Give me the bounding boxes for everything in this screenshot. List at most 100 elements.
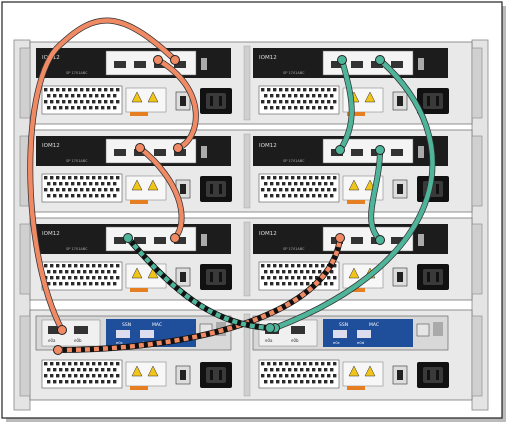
mac-label: MAC bbox=[152, 322, 162, 328]
power-supply-a-vent-hole bbox=[62, 188, 66, 192]
power-supply-a-ac-pin bbox=[210, 96, 213, 106]
power-supply-b-vent-hole bbox=[264, 182, 268, 186]
power-supply-a-vent-hole bbox=[92, 176, 96, 180]
controller-power-supply-b-vent-hole bbox=[276, 368, 280, 372]
controller-power-supply-b-vent-hole bbox=[303, 374, 307, 378]
power-supply-b-vent-hole bbox=[330, 194, 334, 198]
power-supply-a-vent-hole bbox=[83, 194, 87, 198]
controller-power-supply-b-vent-hole bbox=[291, 374, 295, 378]
controller-power-supply-a-vent-hole bbox=[44, 374, 48, 378]
power-supply-b-vent-hole bbox=[309, 276, 313, 280]
power-supply-b-vent-hole bbox=[270, 194, 274, 198]
power-supply-b-vent-hole bbox=[276, 182, 280, 186]
power-supply-a-vent-hole bbox=[44, 88, 48, 92]
power-supply-b-latch bbox=[347, 288, 365, 292]
controller-power-supply-b-vent-hole bbox=[273, 374, 277, 378]
controller-power-supply-b-vent-hole bbox=[321, 374, 325, 378]
iom-module-b-label: IOM12 bbox=[259, 143, 277, 149]
ethernet-port bbox=[416, 323, 430, 337]
ssn-label: SSN bbox=[122, 322, 131, 328]
power-supply-b-vent-hole bbox=[285, 176, 289, 180]
controller-power-supply-b-ac-inlet-socket bbox=[423, 367, 443, 383]
power-supply-b-vent-hole bbox=[324, 94, 328, 98]
power-supply-a-vent-hole bbox=[53, 94, 57, 98]
iom-module-a-sas-port bbox=[134, 61, 146, 68]
controller-power-supply-b-vent-hole bbox=[303, 362, 307, 366]
controller-power-supply-a-warning-icon bbox=[131, 365, 143, 377]
power-supply-b-vent-hole bbox=[264, 94, 268, 98]
controller-port-label: e0a bbox=[265, 338, 273, 343]
controller-power-supply-b-vent-hole bbox=[294, 380, 298, 384]
controller-power-supply-b-vent-hole bbox=[276, 380, 280, 384]
power-supply-a-vent-hole bbox=[44, 188, 48, 192]
power-supply-b-vent-hole bbox=[291, 276, 295, 280]
power-supply-a-vent-hole bbox=[77, 282, 81, 286]
power-supply-b-vent-hole bbox=[279, 88, 283, 92]
power-supply-a-vent-hole bbox=[101, 94, 105, 98]
power-supply-a-vent-hole bbox=[116, 276, 120, 280]
controller-power-supply-a-vent-hole bbox=[83, 380, 87, 384]
power-supply-b-vent-hole bbox=[270, 94, 274, 98]
power-supply-a-vent-hole bbox=[68, 88, 72, 92]
controller-network-port bbox=[333, 330, 347, 338]
power-supply-a-vent-hole bbox=[47, 282, 51, 286]
power-supply-a-vent-hole bbox=[47, 270, 51, 274]
power-supply-a-vent-hole bbox=[92, 188, 96, 192]
power-supply-a-vent-hole bbox=[65, 270, 69, 274]
power-supply-a-vent-hole bbox=[59, 282, 63, 286]
iom-module-b-sas-port bbox=[331, 61, 343, 68]
controller-power-supply-b-vent-hole bbox=[309, 374, 313, 378]
controller-port-label: e0b bbox=[74, 338, 82, 343]
controller-power-supply-a-vent-hole bbox=[71, 380, 75, 384]
controller-power-supply-b-vent-hole bbox=[318, 380, 322, 384]
power-supply-a-vent-hole bbox=[113, 106, 117, 110]
power-supply-a-vent-hole bbox=[95, 106, 99, 110]
power-supply-b-vent-hole bbox=[279, 100, 283, 104]
power-supply-b-vent-hole bbox=[264, 282, 268, 286]
power-supply-b-vent-hole bbox=[315, 100, 319, 104]
power-supply-b-vent-hole bbox=[300, 94, 304, 98]
power-supply-b-vent-hole bbox=[330, 270, 334, 274]
iom-module-a-label: IOM12 bbox=[42, 143, 60, 149]
controller-power-supply-a-vent-hole bbox=[101, 368, 105, 372]
power-supply-b-vent-hole bbox=[261, 188, 265, 192]
controller-power-supply-b-warning-icon bbox=[364, 365, 376, 377]
controller-power-supply-a-vent-hole bbox=[98, 362, 102, 366]
power-supply-a-vent-hole bbox=[86, 176, 90, 180]
power-supply-a-warning-icon bbox=[147, 179, 159, 191]
iom-module-a-handle bbox=[201, 234, 207, 246]
rack-ear-right bbox=[471, 315, 483, 397]
controller-power-supply-b-vent-hole bbox=[261, 362, 265, 366]
cable-connector bbox=[335, 233, 345, 243]
power-supply-b-vent-hole bbox=[318, 270, 322, 274]
controller-power-supply-a-vent-hole bbox=[53, 368, 57, 372]
cable-orange-shelf1-to-shelf2 bbox=[155, 57, 198, 151]
power-supply-a-vent-hole bbox=[71, 106, 75, 110]
iom-module-a-sas-port bbox=[114, 237, 126, 244]
cable-connector bbox=[375, 235, 385, 245]
power-supply-b-vent-hole bbox=[333, 276, 337, 280]
controller-power-supply-a-vent-hole bbox=[62, 374, 66, 378]
power-supply-a-vent-hole bbox=[86, 264, 90, 268]
power-supply-a-ac-pin bbox=[219, 272, 222, 282]
power-supply-b-vent-hole bbox=[303, 276, 307, 280]
controller-power-supply-b-vent-hole bbox=[273, 362, 277, 366]
controller-power-supply-b-vent-hole bbox=[279, 374, 283, 378]
power-supply-a-vent-hole bbox=[116, 188, 120, 192]
power-supply-b-vent-hole bbox=[297, 264, 301, 268]
cable-teal-shelf1-b-to-controller bbox=[272, 57, 435, 331]
power-supply-b-vent-hole bbox=[288, 106, 292, 110]
power-supply-b-vent-hole bbox=[264, 106, 268, 110]
controller-power-supply-b-vent-hole bbox=[297, 374, 301, 378]
controller-power-supply-a-ac-inlet-socket bbox=[206, 367, 226, 383]
iom-module-b-sas-port bbox=[391, 149, 403, 156]
controller-power-supply-b-ac-pin bbox=[436, 370, 439, 380]
power-supply-b-vent-hole bbox=[282, 94, 286, 98]
power-supply-b-ac-pin bbox=[436, 96, 439, 106]
controller-power-supply-b-vent-hole bbox=[288, 380, 292, 384]
power-supply-b-vent-hole bbox=[276, 194, 280, 198]
power-supply-a-vent-hole bbox=[62, 276, 66, 280]
controller-power-supply-a-vent-hole bbox=[89, 368, 93, 372]
power-supply-a-ac-pin bbox=[210, 272, 213, 282]
power-supply-b-ac-pin bbox=[436, 272, 439, 282]
